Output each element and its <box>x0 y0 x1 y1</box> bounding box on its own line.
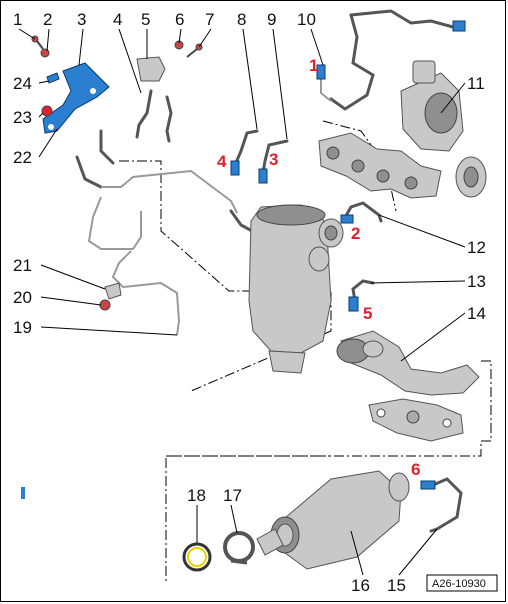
gasket-18 <box>182 542 212 572</box>
leader-2 <box>46 28 50 52</box>
particulate-filter-upper <box>248 204 344 374</box>
red-marker-3: 3 <box>269 150 278 169</box>
bracket-5 <box>136 56 166 82</box>
leader-13 <box>370 280 466 284</box>
front-exhaust-pipe <box>336 330 480 442</box>
bolt-23 <box>41 105 53 117</box>
callout-19: 19 <box>13 318 32 337</box>
blue-bracket <box>42 62 110 134</box>
callout-23: 23 <box>13 108 32 127</box>
red-marker-2: 2 <box>351 224 360 243</box>
callout-21: 21 <box>13 256 32 275</box>
callout-17: 17 <box>223 486 242 505</box>
sensor-5 <box>348 279 375 312</box>
callout-1: 1 <box>13 10 22 29</box>
leader-4 <box>118 28 142 94</box>
hose-4 <box>135 89 173 143</box>
sensor-2 <box>340 201 383 224</box>
callout-10: 10 <box>297 10 316 29</box>
pipe-connector-lower <box>256 528 284 556</box>
leader-8 <box>242 28 258 130</box>
leader-12 <box>378 214 466 248</box>
leader-1 <box>18 28 36 40</box>
reference-code: A26-10930 <box>432 578 486 590</box>
callout-15: 15 <box>387 576 406 595</box>
clamp-17 <box>223 531 255 565</box>
leader-23 <box>38 112 44 118</box>
callout-2: 2 <box>43 10 52 29</box>
nut-2 <box>40 48 50 58</box>
leader-15 <box>398 528 438 576</box>
sensor-10-cable <box>329 9 466 111</box>
leader-14 <box>400 312 466 362</box>
callout-18: 18 <box>187 486 206 505</box>
callout-8: 8 <box>237 10 246 29</box>
nut-20 <box>99 299 111 311</box>
sensor-1 <box>316 64 332 102</box>
section-boundary-middle <box>165 360 492 581</box>
reference-code-box <box>426 574 498 592</box>
callout-14: 14 <box>467 304 486 323</box>
leader-19 <box>40 326 178 336</box>
callout-22: 22 <box>13 148 32 167</box>
sensor-6 <box>420 477 463 533</box>
leader-3 <box>78 28 84 66</box>
clip-21 <box>104 282 122 300</box>
callout-24: 24 <box>13 74 32 93</box>
leader-21 <box>40 264 106 290</box>
leader-6 <box>178 28 182 44</box>
turbocharger <box>318 60 487 199</box>
leader-22 <box>38 128 58 158</box>
callout-5: 5 <box>141 10 150 29</box>
callout-12: 12 <box>467 238 486 257</box>
section-boundary-upper <box>119 160 332 392</box>
red-marker-1: 1 <box>309 56 318 75</box>
leader-17 <box>230 504 238 534</box>
leader-24 <box>38 80 50 84</box>
red-marker-4: 4 <box>217 152 227 171</box>
leader-16 <box>350 530 364 576</box>
callout-4: 4 <box>113 10 122 29</box>
callout-6: 6 <box>175 10 184 29</box>
sensor-3 <box>258 139 289 184</box>
particulate-filter-lower <box>270 470 410 570</box>
callout-16: 16 <box>351 576 370 595</box>
callout-11: 11 <box>467 74 485 93</box>
sensor-4 <box>230 129 259 176</box>
leader-7 <box>198 28 212 48</box>
callout-3: 3 <box>77 10 86 29</box>
callout-7: 7 <box>205 10 214 29</box>
red-marker-6: 6 <box>411 460 420 479</box>
leader-9 <box>272 28 288 140</box>
callout-9: 9 <box>267 10 276 29</box>
leader-10 <box>310 28 324 66</box>
red-marker-5: 5 <box>363 304 372 323</box>
callout-13: 13 <box>467 272 486 291</box>
callout-20: 20 <box>13 288 32 307</box>
leader-11 <box>440 82 466 114</box>
bracket-15 <box>21 487 25 499</box>
leader-20 <box>40 296 102 306</box>
